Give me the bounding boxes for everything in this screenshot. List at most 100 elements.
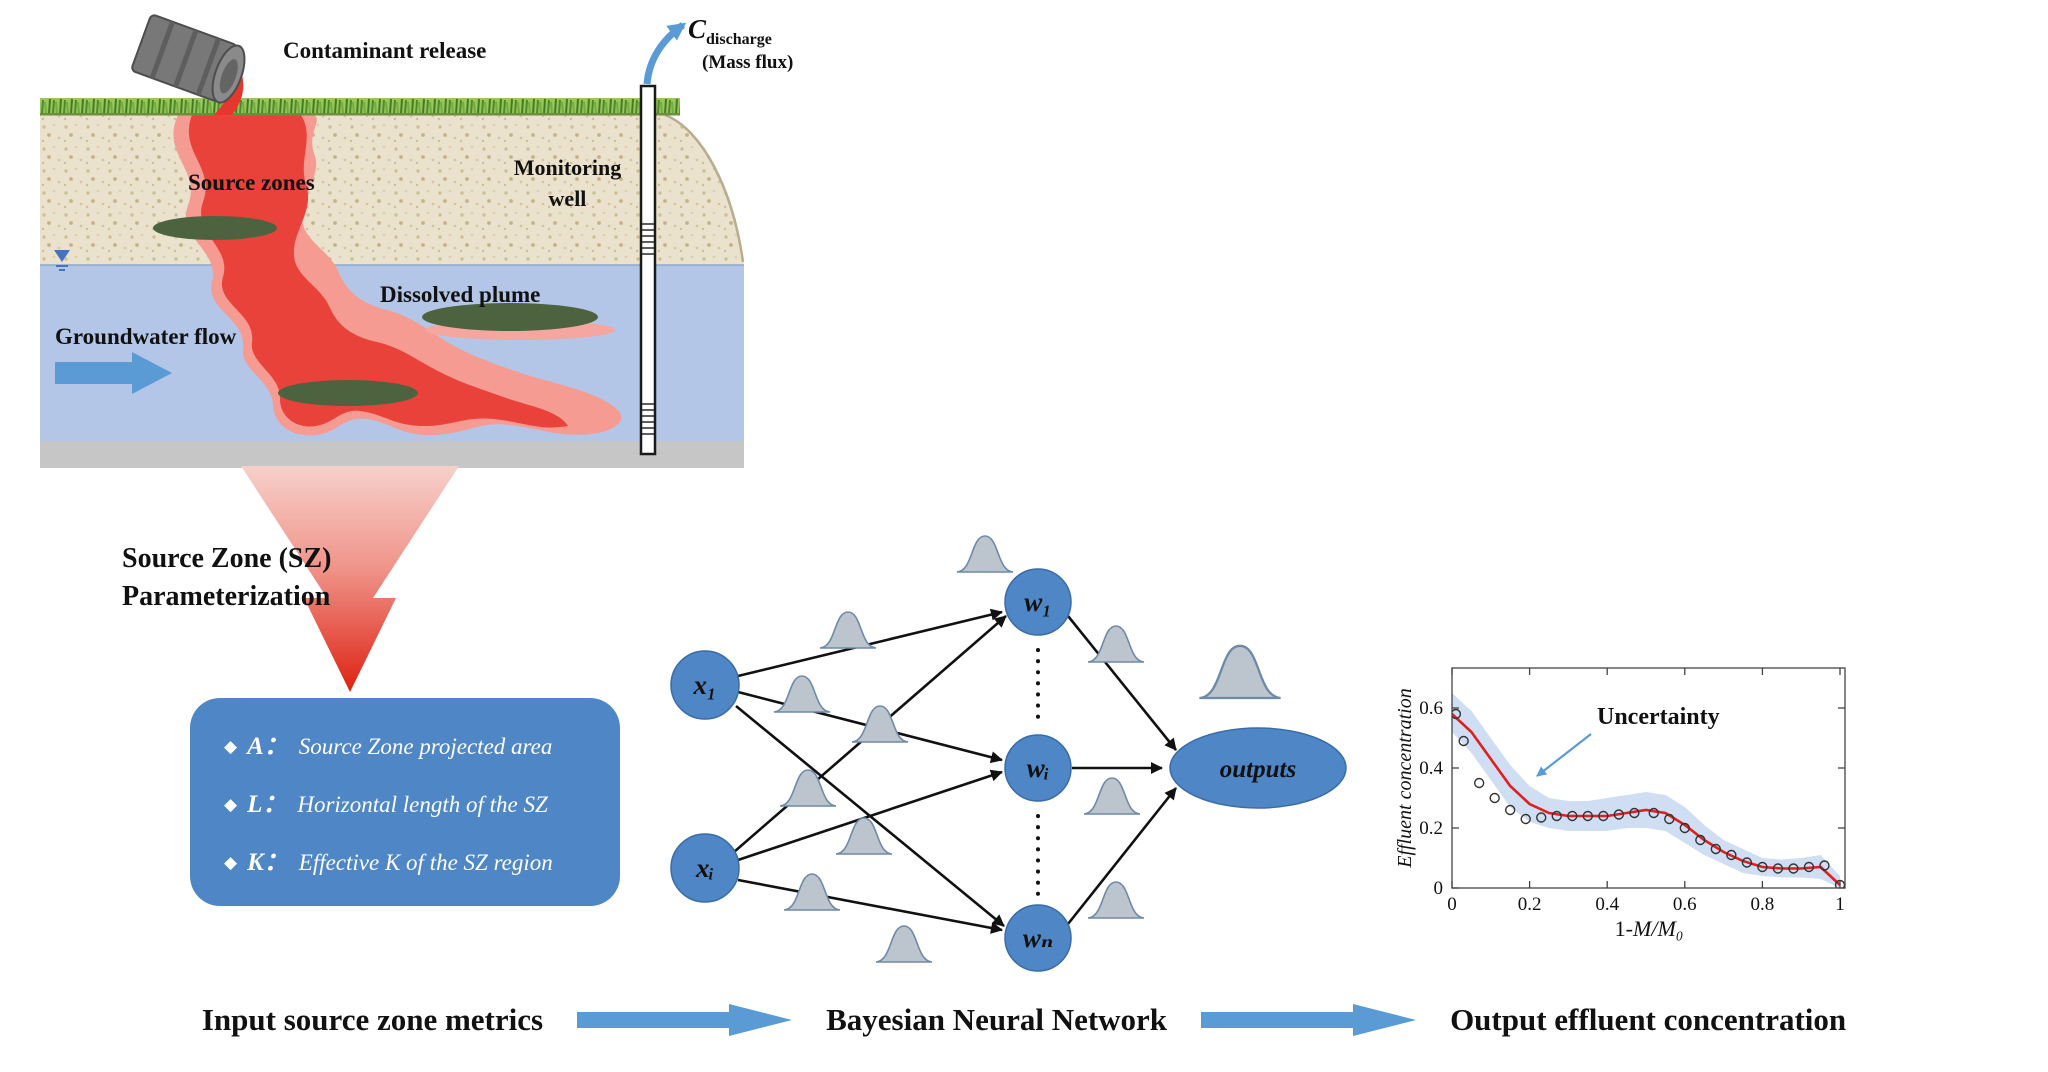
- funnel-arrow-shape: [241, 466, 459, 692]
- observation-point: [1582, 810, 1594, 822]
- plume-core: [188, 115, 568, 428]
- chart-plot-area: [1452, 693, 1845, 888]
- bayesian-neural-network-diagram: x₁ xᵢ w₁ wᵢ wₙ outputs: [670, 535, 1347, 972]
- observation-point: [1473, 777, 1485, 789]
- uncertainty-annotation: Uncertainty: [1597, 704, 1720, 730]
- flow-step-model: Bayesian Neural Network: [826, 1002, 1168, 1037]
- hidden-node-w1-label: w₁: [1024, 587, 1051, 617]
- observation-point: [1452, 708, 1462, 720]
- x-tick-label: 0.2: [1518, 894, 1542, 915]
- monitoring-well-label-line1: Monitoring: [513, 155, 622, 180]
- water-table-symbol: [54, 250, 70, 271]
- discharge-arrow: [643, 22, 687, 85]
- parameter-item-area: ◆ A： Source Zone projected area: [224, 726, 620, 762]
- parameter-desc: Source Zone projected area: [298, 734, 553, 759]
- ground-surface-curve: [664, 113, 745, 263]
- observation-point: [1710, 843, 1722, 855]
- hidden-node-wi: [1004, 734, 1072, 802]
- flow-step-input: Input source zone metrics: [201, 1002, 544, 1037]
- parameter-desc: Horizontal length of the SZ: [297, 792, 548, 817]
- parameter-symbol: A：: [247, 733, 289, 760]
- parameter-symbol: K：: [247, 849, 289, 876]
- flow-step-output: Output effluent concentration: [1450, 1002, 1847, 1037]
- weight-distribution-icon: [1083, 777, 1141, 815]
- parameterization-funnel: [241, 466, 459, 692]
- input-node-xi-label: xᵢ: [695, 853, 714, 883]
- weight-distribution-icon: [875, 925, 933, 963]
- soil-zone: [40, 115, 744, 265]
- hidden-node-wi-label: wᵢ: [1027, 753, 1050, 783]
- topsoil-line: [40, 113, 680, 116]
- parameterization-title: Source Zone (SZ) Parameterization: [122, 540, 332, 616]
- grass-strip: [40, 98, 680, 115]
- observation-point: [1648, 807, 1659, 819]
- parameter-item-length: ◆ L： Horizontal length of the SZ: [224, 784, 620, 820]
- observation-point: [1551, 810, 1562, 822]
- source-zone-lens-2: [278, 380, 418, 406]
- diamond-bullet-icon: ◆: [224, 853, 238, 872]
- edge-w1-output: [1066, 615, 1178, 751]
- x-tick-label: 0.6: [1673, 894, 1697, 915]
- well-screen-upper: [641, 223, 655, 255]
- chart-tick-labels: 0 0.2 0.4 0.6 0.8 1 0 0.2 0.4 0.6: [1419, 698, 1845, 915]
- observation-point: [1772, 863, 1784, 874]
- input-node-xi: [670, 833, 740, 903]
- weight-distribution-icon: [779, 769, 837, 807]
- observation-point: [1629, 807, 1640, 819]
- weight-distribution-icon: [783, 873, 841, 911]
- input-node-x1: [670, 650, 740, 720]
- parameter-box: ◆ A： Source Zone projected area ◆ L： Hor…: [190, 698, 620, 906]
- observation-point: [1741, 857, 1753, 868]
- source-zone-lens-1: [153, 216, 277, 240]
- y-tick-label: 0.2: [1419, 818, 1443, 839]
- edge-xi-wi: [737, 769, 1003, 862]
- chart-ticks: [1451, 668, 1845, 889]
- parameterization-title-line1: Source Zone (SZ): [122, 543, 332, 574]
- monitoring-well: [639, 84, 657, 456]
- observation-point: [1520, 813, 1531, 825]
- y-tick-label: 0.6: [1419, 698, 1443, 719]
- y-tick-label: 0.4: [1419, 758, 1443, 779]
- x-tick-label: 0.8: [1751, 894, 1775, 915]
- chart-axes-box: [1451, 667, 1846, 889]
- y-axis-label: Effluent concentration: [1395, 688, 1416, 868]
- x-tick-label: 1: [1835, 894, 1845, 915]
- flow-arrow-icon: [1201, 1004, 1417, 1036]
- edge-wn-output: [1066, 787, 1178, 925]
- observation-point: [1504, 804, 1516, 816]
- weight-distribution-icon: [1087, 625, 1145, 663]
- weight-distribution-icon: [773, 675, 831, 713]
- flow-arrow-icon: [577, 1004, 793, 1036]
- dissolved-plume-lens: [422, 303, 598, 331]
- discharge-symbol: C: [688, 14, 707, 44]
- x-tick-label: 0: [1447, 894, 1457, 915]
- observation-point: [1757, 861, 1768, 873]
- site-illustration: [40, 14, 745, 468]
- output-node-label: outputs: [1220, 756, 1296, 783]
- parameter-desc: Effective K of the SZ region: [298, 850, 553, 875]
- y-tick-label: 0: [1434, 878, 1444, 899]
- observation-point: [1695, 834, 1706, 846]
- weight-distribution-icon: [819, 611, 877, 649]
- hidden-node-wn: [1004, 904, 1072, 972]
- dissolved-plume-label: Dissolved plume: [380, 282, 541, 307]
- groundwater-flow-label: Groundwater flow: [55, 324, 237, 349]
- process-flow-row: Input source zone metrics Bayesian Neura…: [0, 1002, 2048, 1038]
- hidden-node-w1: [1004, 568, 1072, 636]
- edge-x1-w1: [737, 608, 1003, 678]
- weight-distribution-icon: [956, 535, 1014, 573]
- observation-point: [1664, 813, 1675, 825]
- barrel-icon: [131, 14, 246, 104]
- observation-point: [1679, 822, 1690, 834]
- discharge-label: Cdischarge: [688, 14, 772, 49]
- observation-point: [1489, 792, 1500, 804]
- x-tick-label: 0.4: [1595, 894, 1619, 915]
- observation-point: [1598, 810, 1609, 822]
- parameter-item-conductivity: ◆ K： Effective K of the SZ region: [224, 842, 620, 878]
- observation-point: [1803, 861, 1815, 873]
- prediction-line: [1452, 713, 1841, 886]
- diamond-bullet-icon: ◆: [224, 737, 238, 756]
- output-distribution-icon: [1198, 644, 1282, 700]
- output-node: [1169, 727, 1347, 809]
- input-node-x1-label: x₁: [693, 670, 717, 700]
